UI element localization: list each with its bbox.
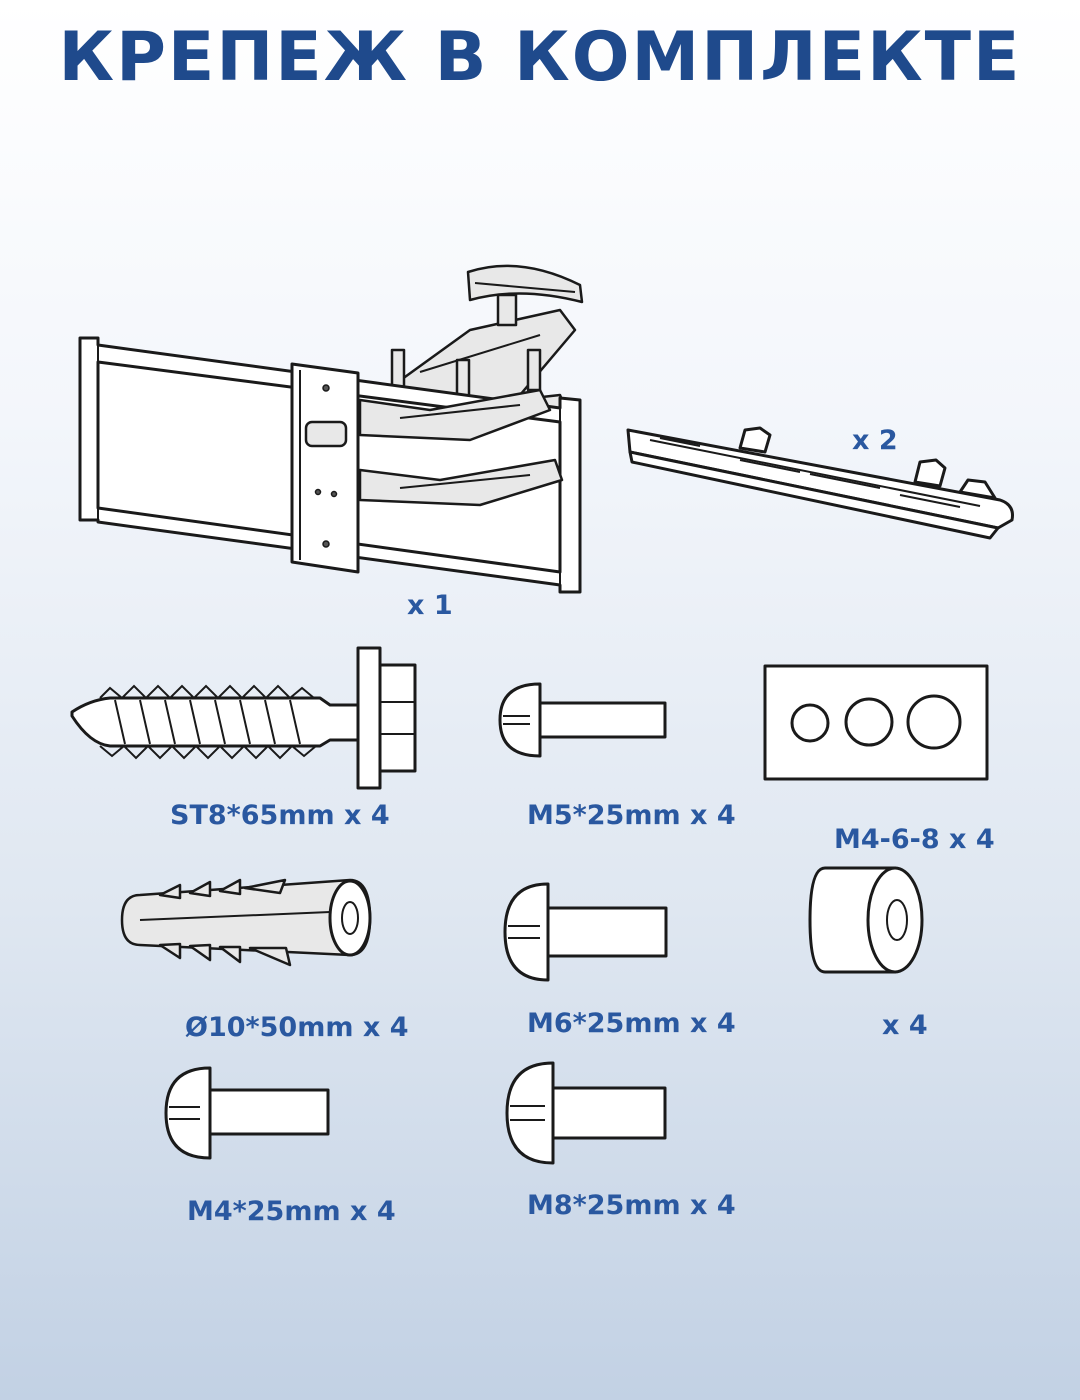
washer-plate-label: M4-6-8 x 4 bbox=[834, 824, 995, 855]
bolt-m6-icon bbox=[503, 882, 668, 982]
tv-wall-bracket-icon bbox=[78, 264, 584, 594]
washer-plate-icon bbox=[763, 664, 989, 781]
bolt-m4-icon bbox=[164, 1066, 330, 1160]
bolt-m6-label: M6*25mm x 4 bbox=[527, 1008, 736, 1039]
bolt-m8-icon bbox=[505, 1061, 667, 1165]
bolt-m8-label: M8*25mm x 4 bbox=[527, 1190, 736, 1221]
bracket-qty: x 1 bbox=[407, 590, 453, 621]
wall-anchor-icon bbox=[120, 878, 372, 967]
rail-qty: x 2 bbox=[852, 425, 898, 456]
mounting-rail-icon bbox=[626, 426, 1014, 540]
spacer-qty: x 4 bbox=[882, 1010, 928, 1041]
anchor-label: Ø10*50mm x 4 bbox=[185, 1012, 409, 1043]
bolt-m5-icon bbox=[498, 682, 667, 758]
spacer-icon bbox=[808, 866, 924, 974]
bolt-m4-label: M4*25mm x 4 bbox=[187, 1196, 396, 1227]
bolt-m5-label: M5*25mm x 4 bbox=[527, 800, 736, 831]
lag-screw-icon bbox=[70, 646, 417, 790]
page-title: КРЕПЕЖ В КОМПЛЕКТЕ bbox=[58, 18, 1022, 97]
lag-screw-label: ST8*65mm x 4 bbox=[170, 800, 390, 831]
